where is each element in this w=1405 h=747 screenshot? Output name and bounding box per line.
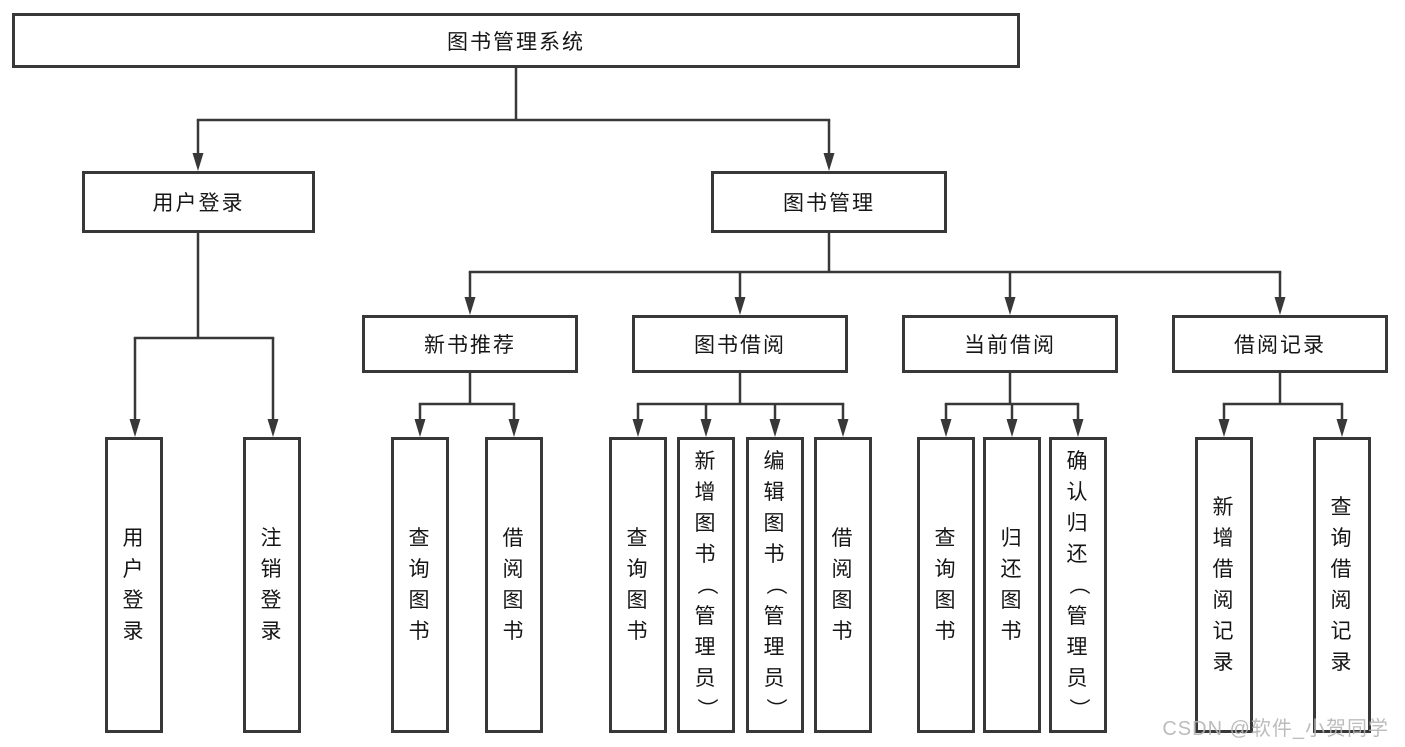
node-label: 编辑图书（管理员） xyxy=(763,449,787,721)
node-label: 新书推荐 xyxy=(424,334,516,357)
leaf-query-books-borrow: 查询图书 xyxy=(609,437,667,733)
node-borrowing-records: 借阅记录 xyxy=(1172,315,1388,373)
leaf-add-borrow-record: 新增借阅记录 xyxy=(1195,437,1253,733)
node-new-book-recommend: 新书推荐 xyxy=(362,315,578,373)
csdn-watermark: CSDN @软件_小贺同学 xyxy=(1162,718,1389,740)
node-label: 借阅图书 xyxy=(502,527,526,643)
node-label: 查询图书 xyxy=(934,527,958,643)
node-label: 查询图书 xyxy=(408,527,432,643)
node-book-borrowing: 图书借阅 xyxy=(632,315,848,373)
leaf-user-login: 用户登录 xyxy=(105,437,163,733)
leaf-add-books-admin: 新增图书（管理员） xyxy=(677,437,735,733)
node-label: 确认归还（管理员） xyxy=(1066,449,1090,721)
leaf-logout: 注销登录 xyxy=(243,437,301,733)
node-label: 查询借阅记录 xyxy=(1330,496,1354,674)
node-label: 查询图书 xyxy=(626,527,650,643)
leaf-borrow-books: 借阅图书 xyxy=(814,437,872,733)
node-label: 图书管理系统 xyxy=(447,30,585,54)
node-label: 新增借阅记录 xyxy=(1212,496,1236,674)
leaf-edit-books-admin: 编辑图书（管理员） xyxy=(746,437,804,733)
node-label: 归还图书 xyxy=(1000,527,1024,643)
node-label: 当前借阅 xyxy=(964,334,1056,357)
node-label: 注销登录 xyxy=(260,527,284,643)
leaf-return-books: 归还图书 xyxy=(983,437,1041,733)
leaf-confirm-return-admin: 确认归还（管理员） xyxy=(1049,437,1107,733)
node-root-system: 图书管理系统 xyxy=(12,13,1020,68)
node-user-login-branch: 用户登录 xyxy=(82,171,315,233)
node-label: 借阅图书 xyxy=(831,527,855,643)
leaf-borrow-books-recommend: 借阅图书 xyxy=(485,437,543,733)
leaf-query-books-current: 查询图书 xyxy=(917,437,975,733)
node-book-management-branch: 图书管理 xyxy=(711,171,947,233)
node-label: 图书管理 xyxy=(783,192,875,215)
node-current-borrowing: 当前借阅 xyxy=(902,315,1118,373)
node-label: 图书借阅 xyxy=(694,334,786,357)
node-label: 借阅记录 xyxy=(1234,334,1326,357)
node-label: 新增图书（管理员） xyxy=(694,449,718,721)
leaf-query-books-recommend: 查询图书 xyxy=(391,437,449,733)
node-label: 用户登录 xyxy=(152,192,245,215)
leaf-query-borrow-record: 查询借阅记录 xyxy=(1313,437,1371,733)
node-label: 用户登录 xyxy=(122,527,146,643)
